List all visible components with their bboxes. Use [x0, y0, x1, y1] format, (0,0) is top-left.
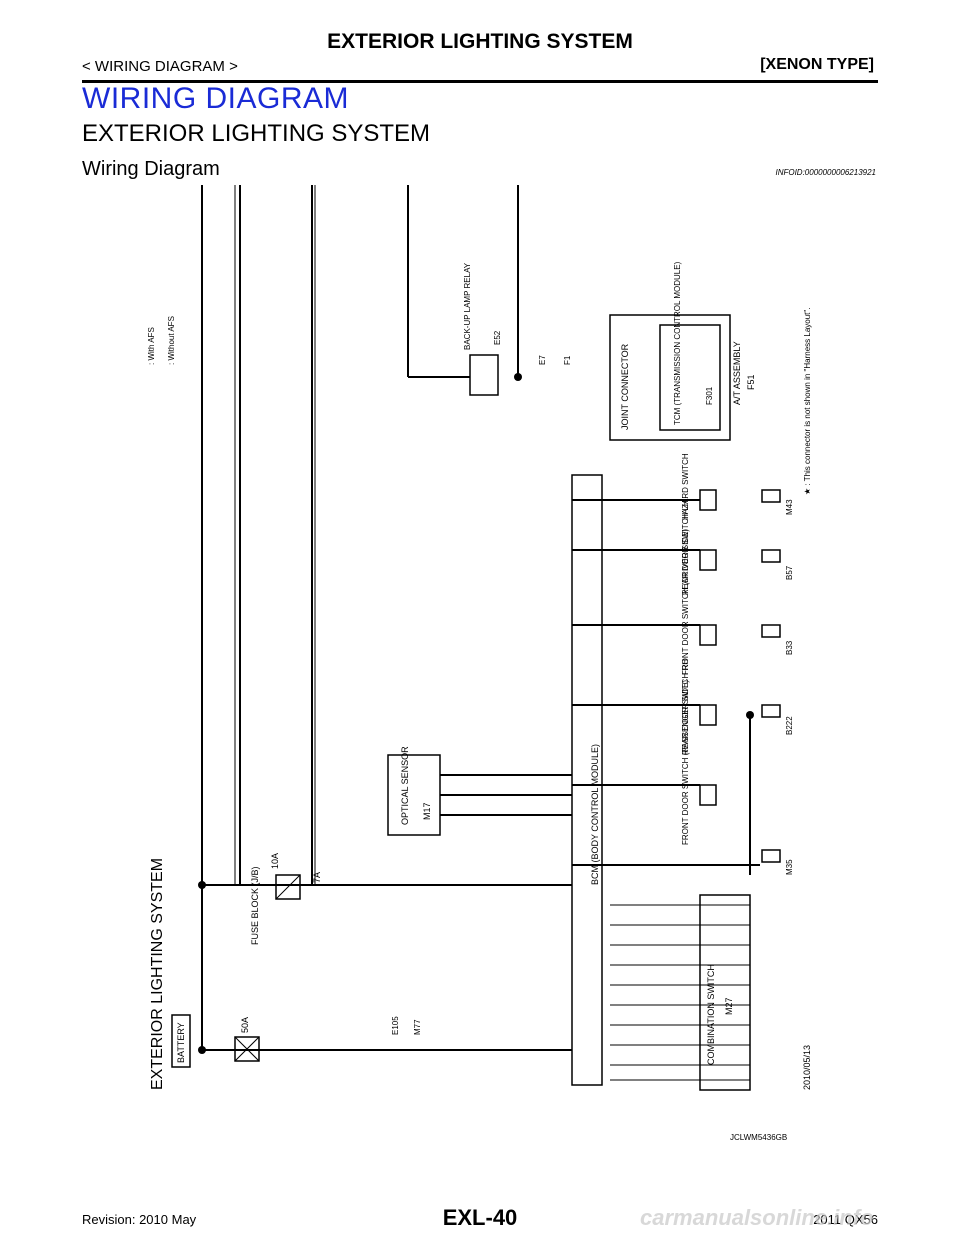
breadcrumb: < WIRING DIAGRAM >: [82, 58, 238, 75]
ground-b33: B33: [785, 640, 794, 655]
optical-sensor-conn: M17: [422, 802, 432, 820]
battery-box: [171, 1014, 191, 1068]
legend-xa: : Without AFS: [167, 316, 176, 365]
ref-code: JCLWM5436GB: [730, 1133, 787, 1142]
bcm-box: [571, 474, 603, 1086]
backup-relay-conn: E52: [493, 330, 502, 345]
optical-sensor-box: [387, 754, 441, 836]
fuse-rating: 10A: [270, 853, 280, 869]
vertical-title: EXTERIOR LIGHTING SYSTEM: [149, 858, 166, 1090]
tcm-box: [659, 324, 721, 431]
combination-switch-box: [699, 894, 751, 1091]
fusible-rating: 50A: [240, 1017, 250, 1033]
ground-b222: B222: [785, 716, 794, 735]
watermark: carmanualsonline.info: [640, 1205, 874, 1230]
front-door-drv-label: FRONT DOOR SWITCH (DRIVER SIDE): [681, 529, 690, 675]
conn-m77: M77: [413, 1019, 422, 1035]
ground-symbols: [761, 489, 781, 863]
backup-relay-box: [469, 354, 499, 396]
variant-label: [XENON TYPE]: [760, 56, 874, 73]
bcm-label: BCM (BODY CONTROL MODULE): [590, 744, 600, 885]
joint-connector-label: JOINT CONNECTOR: [620, 343, 630, 430]
diagram-heading: Wiring Diagram: [82, 158, 220, 180]
page-header-title: EXTERIOR LIGHTING SYSTEM: [327, 30, 633, 53]
hazard-switch-label: HAZARD SWITCH: [681, 453, 690, 520]
joint-connector-box: [609, 314, 731, 441]
ground-m43: M43: [785, 499, 794, 515]
rear-door-rh-label: REAR DOOR SWITCH RH: [681, 659, 690, 755]
ground-b57: B57: [785, 565, 794, 580]
tcm-label: TCM (TRANSMISSION CONTROL MODULE): [673, 261, 682, 425]
section-title: WIRING DIAGRAM: [82, 82, 349, 115]
conn-e105: E105: [391, 1016, 400, 1035]
backup-relay-label: BACK-UP LAMP RELAY: [463, 262, 472, 350]
date-stamp: 2010/05/13: [802, 1045, 812, 1090]
conn-e7: E7: [538, 355, 547, 365]
rotated-labels: EXTERIOR LIGHTING SYSTEM BATTERY 50A FUS…: [147, 261, 812, 1090]
conn-f1: F1: [563, 355, 572, 365]
fuse-10a: [275, 874, 301, 900]
model-label: 2011 QX56: [813, 1212, 878, 1227]
front-door-pass-label: FRONT DOOR SWITCH (PASSENGER SIDE): [681, 680, 690, 845]
legend-wa: : With AFS: [147, 327, 156, 365]
wires: [201, 185, 760, 1051]
connector-note: ★ : This connector is not shown in "Harn…: [803, 308, 812, 495]
fuse-terminal: 7A: [312, 872, 322, 883]
at-assembly-label: A/T ASSEMBLY: [732, 341, 742, 405]
info-id: INFOID:0000000006213921: [775, 168, 876, 177]
combination-switch-label: COMBINATION SWITCH: [706, 964, 716, 1065]
wiring-diagram: EXTERIOR LIGHTING SYSTEM BATTERY 50A FUS…: [147, 185, 812, 1142]
subsection-title: EXTERIOR LIGHTING SYSTEM: [82, 120, 431, 147]
fuse-block-label: FUSE BLOCK (J/B): [250, 866, 260, 945]
header-divider: [82, 80, 878, 83]
page-number: EXL-40: [442, 1205, 518, 1230]
combination-switch-conn: M27: [724, 997, 734, 1015]
optical-sensor-label: OPTICAL SENSOR: [400, 746, 410, 825]
fusible-link: [234, 1036, 260, 1062]
tcm-conn: F301: [705, 386, 714, 405]
at-assembly-conn: F51: [746, 374, 756, 390]
door-switch-symbols: [699, 489, 717, 806]
revision-label: Revision: 2010 May: [82, 1212, 197, 1227]
ground-m35: M35: [785, 859, 794, 875]
rear-door-lh-label: REAR DOOR SWITCH LH: [681, 500, 690, 595]
battery-label: BATTERY: [176, 1022, 186, 1063]
